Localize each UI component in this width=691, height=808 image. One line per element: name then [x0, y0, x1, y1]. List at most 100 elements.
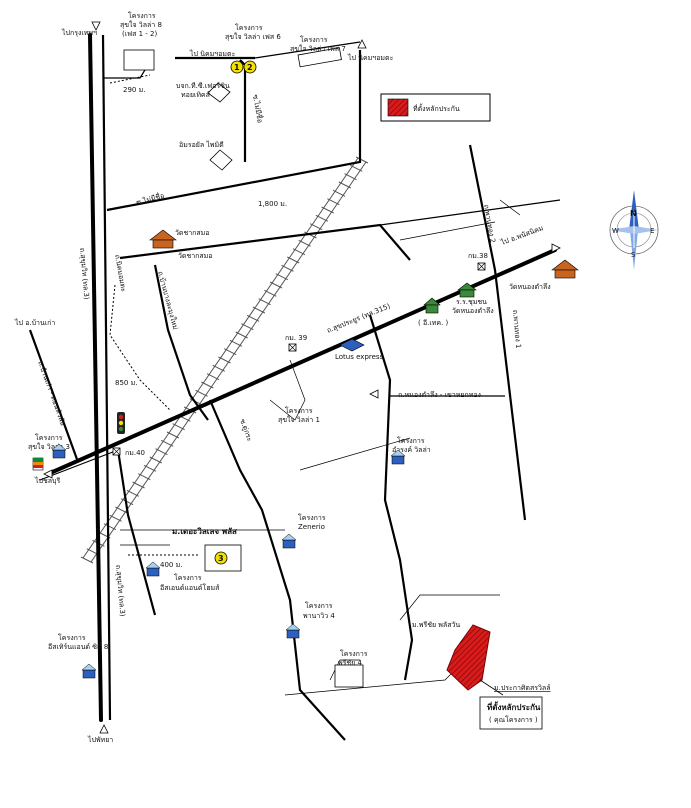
sukhumvit-road: [88, 33, 112, 722]
svg-text:วัดชากสมอ: วัดชากสมอ: [175, 229, 210, 237]
rail-tie: [252, 306, 266, 314]
target-site: [446, 624, 491, 691]
road-label-ban-pak-din: ถ.บ้านบางละมุงใหม่: [156, 270, 180, 330]
compass-e: E: [650, 227, 654, 235]
house-icon: [281, 533, 297, 549]
svg-text:โครงการ: โครงการ: [35, 433, 63, 442]
rail-tie: [195, 389, 208, 397]
svg-text:ม.เดอะวิลเลจ พลัส: ม.เดอะวิลเลจ พลัส: [172, 527, 237, 536]
svg-text:พานาวิว 4: พานาวิว 4: [303, 612, 335, 620]
rail-tie: [166, 431, 180, 439]
rail-tie: [109, 514, 122, 522]
rail-tie: [224, 348, 237, 356]
svg-text:( อี.เทค. ): ( อี.เทค. ): [418, 319, 449, 327]
road-to-pattaya: ไปพัทยา: [87, 735, 113, 744]
svg-text:โครงการ: โครงการ: [128, 11, 156, 20]
railway: [80, 156, 369, 564]
rail-tie: [332, 189, 346, 197]
secondary-roads: [28, 41, 561, 741]
road-to-ban-kao: ไป อ.บ้านเก่า: [14, 318, 55, 327]
distance-290: 290 ม.: [123, 86, 145, 94]
svg-text:สุขใจ วิลล่า เฟส 6: สุขใจ วิลล่า เฟส 6: [225, 32, 281, 41]
road-end-arrows: [43, 21, 561, 734]
svg-text:ที่ตั้งหลักประกัน: ที่ตั้งหลักประกัน: [487, 701, 541, 712]
rail-tie: [321, 206, 334, 214]
road-label-ban-kao: ถ.บ้านเก่า - ดอนหัวฬ่อ: [36, 360, 67, 427]
rail-tie: [258, 298, 271, 306]
rail-tie: [206, 373, 220, 381]
legend: ที่ตั้งหลักประกัน: [380, 93, 491, 122]
rail-tie: [269, 281, 283, 289]
rail-tie: [80, 556, 94, 564]
hospital-icon: [423, 297, 441, 314]
road-to-nikhom-right: ไป นิคมฯอมตะ: [347, 53, 394, 62]
rail-tie: [338, 181, 352, 189]
rail-tie: [120, 498, 134, 506]
rail-tie: [275, 273, 289, 281]
rail-tie: [155, 448, 168, 456]
svg-text:โครงการ: โครงการ: [298, 513, 326, 522]
km-post-38: กม.38: [468, 252, 488, 271]
rail-tie: [241, 323, 254, 331]
house-icon: [81, 663, 97, 679]
road-label-phan-thong-1: ถ.พานทอง 1: [511, 309, 522, 348]
compass-n: N: [630, 209, 637, 218]
rail-tie: [172, 423, 185, 431]
target-callout: ที่ตั้งหลักประกัน ( คุณโครงการ ): [479, 696, 543, 730]
house-icon: [145, 561, 161, 577]
svg-text:โครงการ: โครงการ: [305, 601, 333, 610]
svg-text:2: 2: [247, 63, 253, 72]
road-label-soi-mai-ru-2: ซ.ไม่มีชื่อ: [251, 94, 265, 124]
rail-tie: [143, 464, 157, 472]
rail-tie: [298, 239, 311, 247]
svg-text:โครงการ: โครงการ: [58, 633, 86, 642]
svg-text:อีสเทิร์นแอนด์ ซิตี้ 8: อีสเทิร์นแอนด์ ซิตี้ 8: [48, 640, 108, 651]
svg-text:ม.พรีชัย พลัสวัน: ม.พรีชัย พลัสวัน: [412, 621, 460, 629]
svg-text:สุขใจ วิลล่า เฟส 7: สุขใจ วิลล่า เฟส 7: [290, 44, 346, 53]
svg-text:พรีชัย 4: พรีชัย 4: [338, 659, 362, 667]
distance-arrows: [109, 74, 200, 556]
traffic-light-icon: [117, 412, 125, 434]
road-to-nikhom-left: ไป นิคมฯอมตะ: [189, 49, 236, 58]
compass-w: W: [612, 227, 619, 235]
km-post-39: กม. 39: [285, 334, 307, 352]
road-to-chonburi: ไปชลบุรี: [34, 476, 60, 485]
rail-tie: [160, 439, 174, 447]
rail-tie: [264, 289, 277, 297]
svg-text:สุขใจ วิลล่า 3: สุขใจ วิลล่า 3: [28, 442, 70, 451]
rail-tie: [132, 481, 145, 489]
svg-text:โครงการ: โครงการ: [235, 23, 263, 32]
compass-icon: N S E W: [609, 190, 659, 270]
rail-tie: [115, 506, 128, 514]
svg-text:3: 3: [218, 554, 224, 563]
road-label-sukhumvit-north: ถ.สุขุมวิท (ทล.3): [78, 247, 91, 300]
svg-text:อีสเอนด์แอนด์โฮมส์: อีสเอนด์แอนด์โฮมส์: [160, 583, 220, 592]
rail-tie: [229, 339, 243, 347]
road-label-sukhumvit-south: ถ.สุขุมวิท (ทล.3): [114, 564, 127, 617]
school-icon: [457, 282, 477, 298]
rail-tie: [327, 198, 340, 206]
svg-text:สุขใจ วิลล่า 8: สุขใจ วิลล่า 8: [120, 20, 162, 29]
svg-text:วัดหนองตำลึง: วัดหนองตำลึง: [452, 306, 494, 315]
lotus-store-icon: [339, 338, 365, 352]
svg-text:โครงการ: โครงการ: [340, 649, 368, 658]
rail-tie: [212, 364, 225, 372]
svg-text:ร.ร.ชุมชน: ร.ร.ชุมชน: [456, 298, 487, 306]
svg-text:Lotus express: Lotus express: [335, 353, 384, 361]
road-label-sukprayoon: ถ.สุขประยูร (ทล.315): [326, 302, 392, 335]
svg-text:กม. 39: กม. 39: [285, 334, 307, 342]
svg-text:1: 1: [234, 63, 240, 72]
svg-text:โครงการ: โครงการ: [397, 436, 425, 445]
rail-tie: [149, 456, 162, 464]
legend-label: ที่ตั้งหลักประกัน: [413, 102, 460, 113]
svg-text:วัดหนองตำลึง: วัดหนองตำลึง: [509, 282, 551, 291]
svg-text:กม.40: กม.40: [125, 449, 145, 457]
km-post-40: กม.40: [112, 447, 145, 457]
svg-text:วัดชากสมอ: วัดชากสมอ: [178, 252, 213, 260]
marker-3: 3: [214, 551, 228, 565]
road-label-soi-sukhumvit: ซ.ดู่กระ: [238, 418, 254, 443]
svg-text:ทอยเทิคส์: ทอยเทิคส์: [181, 91, 211, 99]
rail-tie: [126, 489, 140, 497]
svg-text:อิมรอยัล ไพมิตี: อิมรอยัล ไพมิตี: [179, 140, 224, 149]
road-label-soi-mai-ru: ซ.ไม่มีชื่อ: [135, 191, 165, 207]
